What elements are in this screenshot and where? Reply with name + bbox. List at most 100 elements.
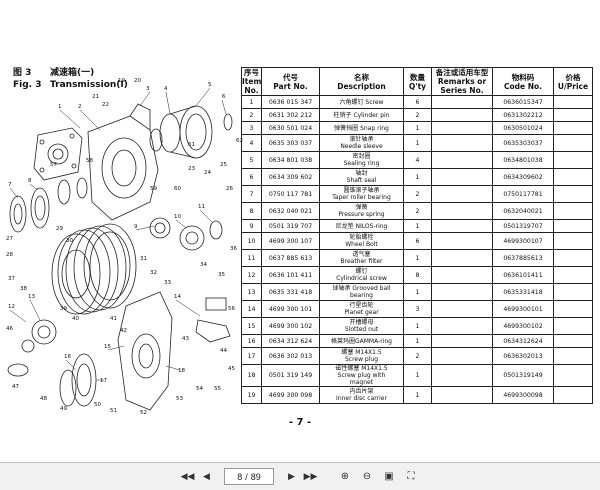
remarks-cell [431,185,493,203]
remarks-cell [431,386,493,404]
remarks-cell [431,121,493,135]
description-line: 螺钉 [355,268,368,275]
price-cell [553,185,593,203]
zoom-in-icon[interactable]: ⊕ [340,471,350,482]
description-line: 弹簧 [355,204,368,211]
qty-cell: 1 [403,168,432,186]
diagram-callout: 51 [110,408,117,414]
description-line: 弹簧挡圈 Snap ring [334,124,389,132]
remarks-cell [431,202,493,220]
diagram-callout: 32 [150,270,157,276]
remarks-cell [431,300,493,318]
diagram-callout: 34 [200,262,207,268]
next-page-icon[interactable]: ▶ [288,471,295,481]
price-cell [553,347,593,365]
item-cell: 7 [241,185,262,203]
description-line: Breather filter [340,258,383,265]
description-line: 柱销子 Cylinder pin [333,111,390,119]
diagram-callout: 18 [178,368,185,374]
zoom-out-icon[interactable]: ⊖ [362,471,372,482]
item-cell: 8 [241,202,262,220]
diagram-callout: 11 [198,204,205,210]
part-no-cell: 0632 040 021 [261,202,320,220]
description-line: 密封圈 [352,153,371,160]
item-cell: 19 [241,386,262,404]
first-page-icon[interactable]: ◀◀ [180,471,195,481]
diagram-callout: 39 [60,306,67,312]
code-no-cell: 0634309602 [492,168,554,186]
diagram-callout: 31 [140,256,147,262]
item-cell: 2 [241,108,262,122]
description-line: Inner disc carrier [336,395,387,402]
fit-page-icon[interactable]: ▣ [384,471,394,482]
description-line: Shaft seal [346,177,377,184]
description-line: bearing [350,292,373,299]
price-cell [553,134,593,152]
description-line: Pressure spring [338,211,385,218]
price-cell [553,95,593,109]
description-line: magnet [349,379,374,386]
qty-cell: 1 [403,121,432,135]
part-no-cell: 0630 501 024 [261,121,320,135]
qty-cell: 6 [403,232,432,250]
description-line: Sealing ring [343,160,380,167]
code-no-cell: 0632040021 [492,202,554,220]
diagram-callout: 17 [100,378,107,384]
description-line: Screw plug with [337,372,386,379]
diagram-callout: 5 [208,82,212,88]
price-cell [553,168,593,186]
disc-pack [83,223,137,309]
part-no-cell: 4699 300 098 [261,386,320,404]
diagram-callout: 36 [230,246,237,252]
diagram-callout: 1 [58,104,62,110]
description-line: 格莱玛圈GAMMA-ring [331,337,392,345]
diagram-callout: 30 [66,238,73,244]
description-line: Cylindrical screw [336,275,387,282]
diagram-callout: 19 [118,78,125,84]
remarks-cell [431,334,493,348]
description-cell: 柱销子 Cylinder pin [319,108,404,122]
part-no-cell: 0631 302 212 [261,108,320,122]
qty-cell: 8 [403,266,432,284]
prev-page-icon[interactable]: ◀ [203,471,210,481]
part-no-cell: 4699 300 102 [261,317,320,335]
flange-plate [33,127,83,181]
price-cell [553,334,593,348]
fullscreen-icon[interactable]: ⛶ [407,471,415,482]
diagram-callout: 12 [8,304,15,310]
description-line: 尼龙垫 NILOS-ring [335,222,388,230]
item-cell: 17 [241,347,262,365]
part-no-cell: 0637 885 613 [261,249,320,267]
remarks-cell [431,232,493,250]
last-page-icon[interactable]: ▶▶ [303,471,318,481]
page-separator: / [245,471,248,482]
description-line: Planet gear [344,309,379,316]
code-no-cell: 0636101411 [492,266,554,284]
diagram-callout: 2 [78,104,82,110]
page-indicator[interactable]: 8 / 89 [224,468,274,485]
description-line: 六角螺钉 Screw [339,98,384,106]
remarks-cell [431,168,493,186]
item-cell: 13 [241,283,262,301]
price-cell [553,202,593,220]
price-cell [553,219,593,233]
code-no-cell: 4699300102 [492,317,554,335]
